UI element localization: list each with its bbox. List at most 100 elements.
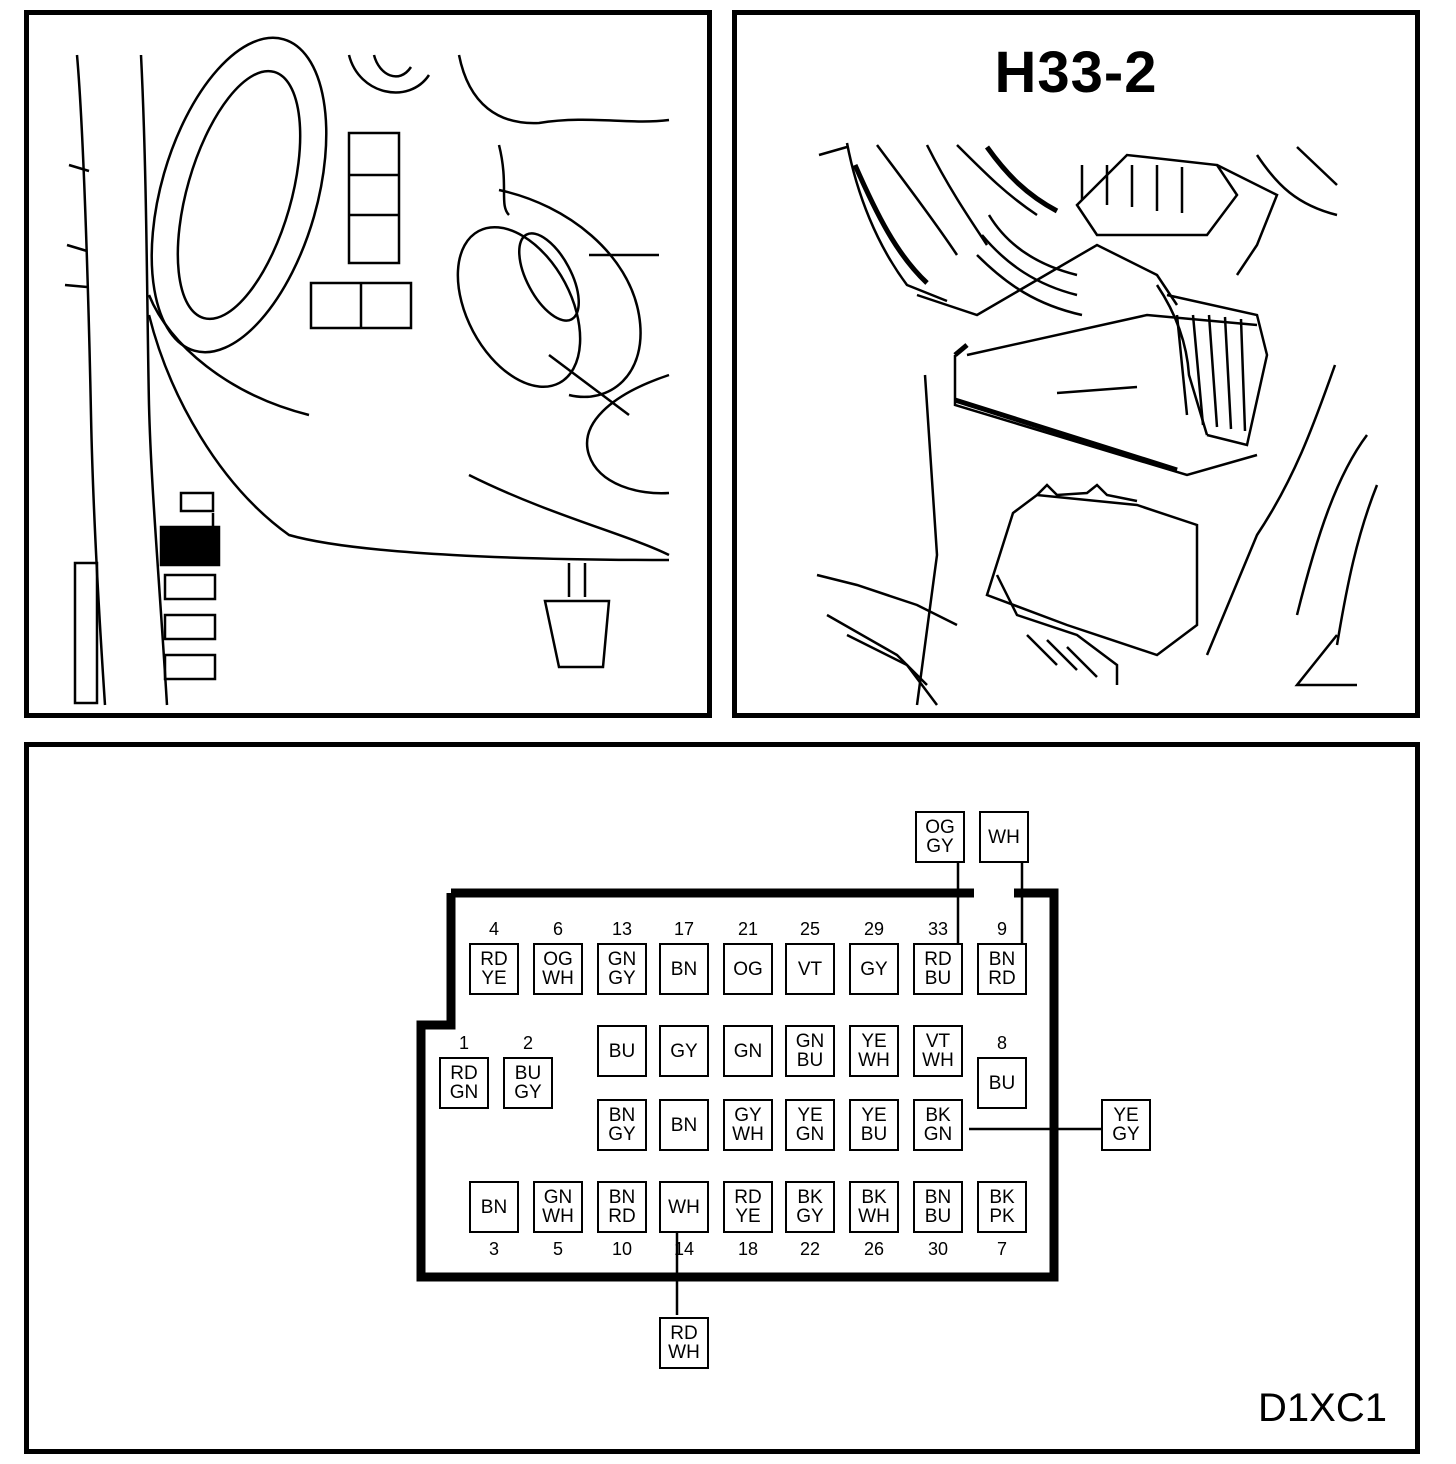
wire-color-code: WH [732,1124,764,1145]
pin-number: 26 [863,1239,885,1259]
wire-color-code: WH [988,826,1020,848]
wire-color-code: VT [925,1031,951,1052]
pin-number: 8 [996,1033,1007,1053]
pin-number: 5 [552,1239,563,1259]
wire-color-code: BN [480,1196,508,1218]
wire-color-code: RD [608,1206,636,1227]
wire-color-code: YE [861,1105,887,1126]
wire-color-code: GN [607,949,637,970]
wire-color-code: BU [796,1050,824,1071]
wire-color-code: BK [925,1105,951,1126]
wire-color-code: GY [734,1105,762,1126]
pin-number: 7 [996,1239,1007,1259]
pin-cavity: BN [659,943,709,995]
pin-cavity: BN [659,1099,709,1151]
pin-cavity: WH [659,1181,709,1233]
splice-wire-box: WH [979,811,1029,863]
wire-color-code: GN [795,1031,825,1052]
pin-cavity: GN [723,1025,773,1077]
pin-number: 4 [488,919,499,939]
wire-color-code: BU [860,1124,888,1145]
wire-color-code: BN [608,1187,636,1208]
wire-color-code: OG [925,817,955,838]
pin-number: 29 [863,919,885,939]
pin-cavity: BN [469,1181,519,1233]
pin-number: 9 [996,919,1007,939]
wire-color-code: WH [858,1206,890,1227]
connector-perspective-drawing [816,142,1379,706]
wire-color-code: GN [449,1082,479,1103]
wire-color-code: YE [735,1206,761,1227]
wire-color-code: WH [858,1050,890,1071]
pin-number: 3 [488,1239,499,1259]
pin-number: 1 [458,1033,469,1053]
pin-number: 21 [737,919,759,939]
pin-cavity: GY [659,1025,709,1077]
diagram-code-label: D1XC1 [1258,1386,1387,1430]
wire-color-code: BN [988,949,1016,970]
wire-color-code: BU [924,968,952,989]
wire-color-code: GY [796,1206,824,1227]
pin-number: 6 [552,919,563,939]
pin-number: 25 [799,919,821,939]
pin-cavity: BU [977,1057,1027,1109]
wire-color-code: GY [926,836,954,857]
wire-color-code: BN [670,1114,698,1136]
pin-number: 13 [611,919,633,939]
wire-color-code: WH [542,968,574,989]
wire-color-code: BU [608,1040,636,1062]
location-drawing-panel [24,10,712,718]
wire-color-code: WH [668,1342,700,1363]
wire-color-code: RD [480,949,508,970]
pin-number: 14 [673,1239,695,1259]
wire-color-code: GY [860,958,888,980]
wire-color-code: RD [450,1063,478,1084]
wire-color-code: RD [924,949,952,970]
wire-color-code: VT [797,958,823,980]
wire-color-code: BU [988,1072,1016,1094]
connector-view-panel: H33-2 [732,10,1420,718]
wire-color-code: BN [924,1187,952,1208]
pin-cavity: VT [785,943,835,995]
connector-title: H33-2 [994,40,1158,105]
wire-color-code: RD [670,1323,698,1344]
wire-color-code: GN [733,1040,763,1062]
pin-cavity: OG [723,943,773,995]
pin-cavity: BU [597,1025,647,1077]
wire-color-code: WH [542,1206,574,1227]
wire-color-code: GN [795,1124,825,1145]
wire-color-code: BN [670,958,698,980]
wire-color-code: WH [922,1050,954,1071]
pin-number: 33 [927,919,949,939]
wire-color-code: BN [608,1105,636,1126]
pin-number: 10 [611,1239,633,1259]
wire-color-code: GY [608,1124,636,1145]
wire-color-code: GN [923,1124,953,1145]
wire-color-code: BU [514,1063,542,1084]
pin-number: 18 [737,1239,759,1259]
wire-color-code: BK [989,1187,1015,1208]
dashboard-location-drawing [64,36,670,706]
wire-color-code: YE [797,1105,823,1126]
pin-number: 2 [522,1033,533,1053]
wire-color-code: WH [668,1196,700,1218]
